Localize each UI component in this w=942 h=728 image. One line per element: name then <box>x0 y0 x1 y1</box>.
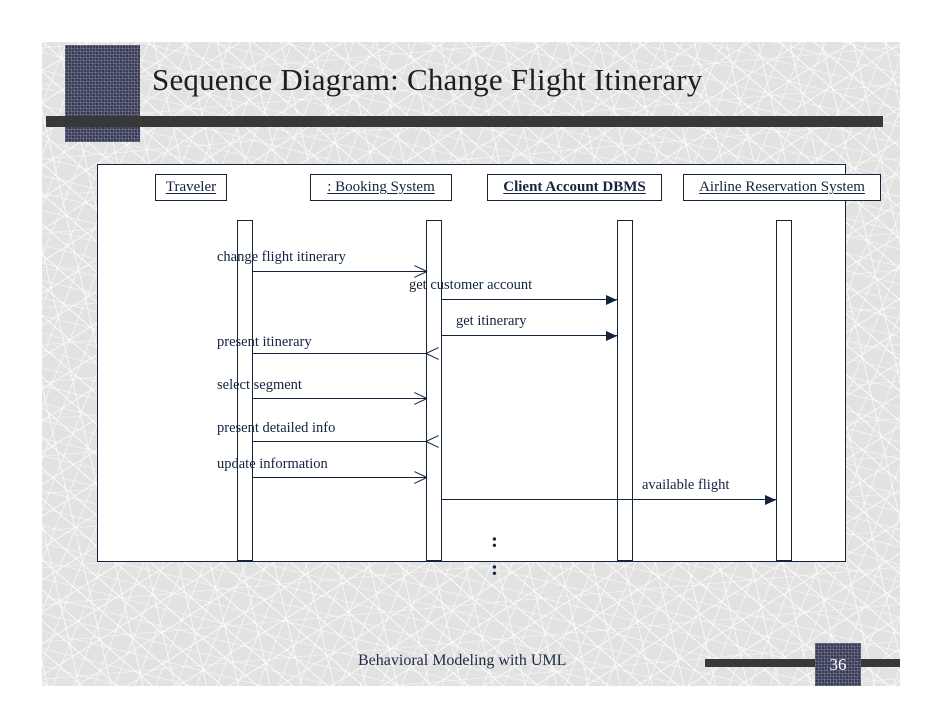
message-line-4 <box>253 398 426 399</box>
message-line-2 <box>442 335 617 336</box>
participant-label: Client Account DBMS <box>503 179 646 195</box>
participant-box-dbms[interactable]: Client Account DBMS <box>487 174 662 201</box>
message-line-5 <box>253 441 426 442</box>
sequence-diagram-frame: Traveler : Booking System Client Account D… <box>97 164 881 579</box>
activation-bar-dbms <box>617 220 633 561</box>
header-decoration-block <box>65 45 140 142</box>
participant-box-booking[interactable]: : Booking System <box>310 174 452 201</box>
message-line-3 <box>253 353 426 354</box>
page-number-block <box>815 643 861 686</box>
header-rule <box>46 116 883 127</box>
continuation-mark-1: : <box>491 556 498 580</box>
page-title: Sequence Diagram: Change Flight Itinerar… <box>152 62 703 97</box>
participant-label: : Booking System <box>327 179 435 195</box>
message-line-7 <box>442 499 776 500</box>
message-label-1: get customer account <box>409 277 533 293</box>
arrowhead-open-4 <box>413 390 428 406</box>
message-line-6 <box>253 477 426 478</box>
activation-bar-airline <box>776 220 792 561</box>
activation-bar-booking <box>426 220 442 561</box>
participant-box-airline[interactable]: Airline Reservation System <box>683 174 881 201</box>
message-label-7: available flight <box>642 477 730 493</box>
arrowhead-open-3 <box>425 345 439 361</box>
participant-label: Traveler <box>165 179 217 195</box>
footer-label: Behavioral Modeling with UML <box>358 652 567 669</box>
message-label-6: update information <box>217 456 328 472</box>
participant-label: Airline Reservation System <box>699 179 865 195</box>
arrowhead-open-5 <box>425 433 439 449</box>
slide-canvas: Sequence Diagram: Change Flight Itinerar… <box>42 42 900 686</box>
arrowhead-solid-1 <box>606 295 617 305</box>
message-label-2: get itinerary <box>456 313 527 329</box>
activation-bar-traveler <box>237 220 253 561</box>
message-line-1 <box>442 299 617 300</box>
arrowhead-solid-2 <box>606 331 617 341</box>
message-label-5: present detailed info <box>217 420 336 436</box>
message-label-3: present itinerary <box>217 334 312 350</box>
message-line-0 <box>253 271 426 272</box>
participant-box-traveler[interactable]: Traveler <box>155 174 227 201</box>
message-label-0: change flight itinerary <box>217 249 346 265</box>
page-number: 36 <box>829 654 847 674</box>
continuation-mark-0: : <box>491 528 498 552</box>
arrowhead-solid-7 <box>765 495 776 505</box>
arrowhead-open-6 <box>413 469 428 485</box>
footer-rule <box>705 659 900 667</box>
message-label-4: select segment <box>217 377 302 393</box>
